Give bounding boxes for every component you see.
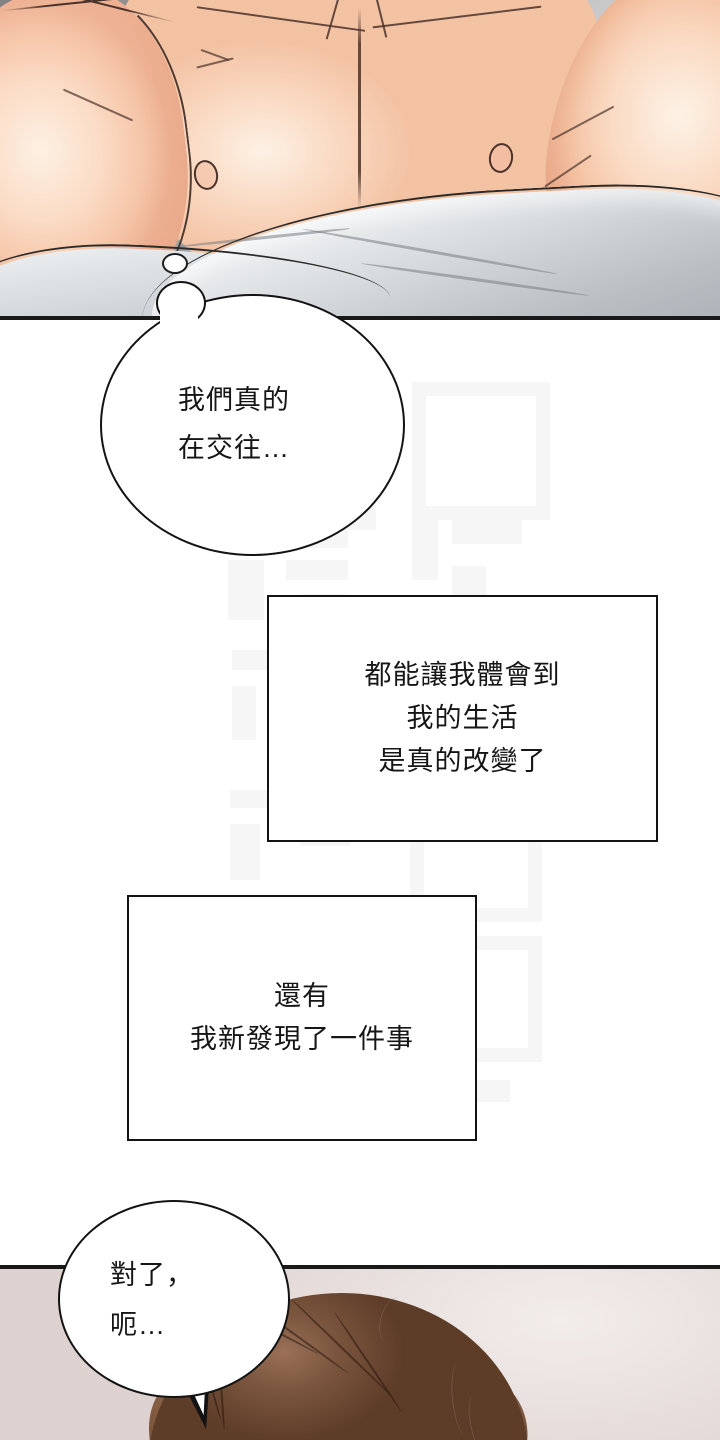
narration-box-text: 都能讓我體會到 我的生活 是真的改變了 bbox=[364, 660, 561, 776]
speech-bubble-body bbox=[58, 1200, 290, 1398]
watermark-block-6 bbox=[412, 520, 438, 580]
thought-bubble-body bbox=[100, 294, 405, 556]
watermark-block-10 bbox=[232, 686, 256, 740]
thought-bubble-text: 我們真的 在交往… bbox=[178, 385, 290, 463]
narration-box-life-changed[interactable]: 都能讓我體會到 我的生活 是真的改變了 bbox=[267, 595, 658, 842]
watermark-block-4 bbox=[286, 560, 348, 580]
watermark-block-7 bbox=[452, 520, 522, 544]
watermark-block-3 bbox=[228, 560, 264, 620]
panel-divider-top bbox=[0, 316, 720, 320]
thought-bubble-we-are-dating[interactable]: 我們真的 在交往… bbox=[100, 281, 405, 556]
narration-box-new-discovery[interactable]: 還有 我新發現了一件事 bbox=[127, 895, 477, 1141]
speech-bubble-text: 對了， 呃… bbox=[110, 1260, 194, 1340]
thought-bubble-dot bbox=[162, 253, 188, 274]
watermark-block-13 bbox=[230, 824, 260, 880]
panel-divider-bottom bbox=[0, 1265, 720, 1269]
speech-bubble-by-the-way[interactable]: 對了， 呃… bbox=[58, 1200, 290, 1433]
thought-bubble-notch-join bbox=[160, 306, 198, 328]
sternum-line bbox=[358, 8, 361, 208]
narration-box-text: 還有 我新發現了一件事 bbox=[190, 981, 414, 1054]
watermark-ring-2 bbox=[412, 382, 550, 520]
comic-panel-bare-chest bbox=[0, 0, 720, 320]
